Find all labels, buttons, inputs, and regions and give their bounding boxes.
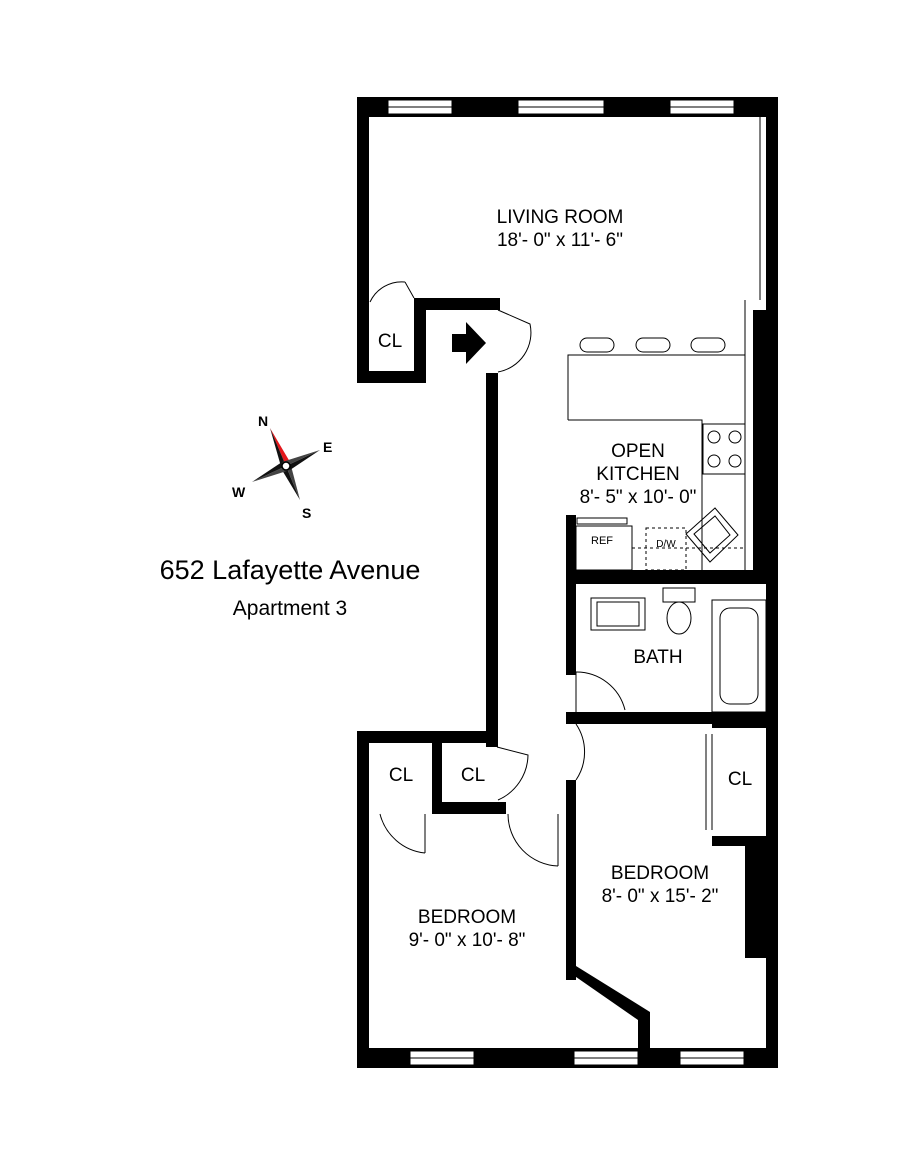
wall-kitchen-bottom [568, 570, 778, 584]
compass-e: E [323, 439, 332, 455]
living-room-name: LIVING ROOM [496, 207, 624, 228]
closet-living-label: CL [377, 331, 403, 352]
address-unit: Apartment 3 [232, 597, 348, 620]
wall-bedroom-top [357, 731, 497, 743]
bedroom-left-name: BEDROOM [417, 907, 517, 928]
bedroom-right-label: BEDROOM 8'- 0" x 15'- 2" [575, 862, 745, 908]
address-street: 652 Lafayette Avenue [159, 555, 421, 585]
compass-n: N [258, 413, 268, 429]
bedroom-right-dims: 8'- 0" x 15'- 2" [601, 886, 719, 907]
compass-icon [252, 428, 320, 500]
wall-left-living [357, 97, 369, 383]
bath-label: BATH [633, 647, 683, 668]
kitchen-name-2: KITCHEN [596, 464, 680, 485]
wall-corridor-right-b [566, 780, 576, 980]
bar-stools [579, 337, 726, 353]
wall-left-bedroom [357, 731, 369, 1068]
bedroom-right-name: BEDROOM [610, 863, 710, 884]
dw-label: D/W [656, 539, 676, 550]
wall-closet-br-top [712, 718, 778, 728]
kitchen-label: OPEN KITCHEN 8'- 5" x 10'- 0" [548, 440, 728, 509]
living-room-label: LIVING ROOM 18'- 0" x 11'- 6" [470, 206, 650, 252]
bedroom-left-dims: 9'- 0" x 10'- 8" [408, 930, 526, 951]
wall-closet-right [414, 298, 426, 383]
wall-right-thick [753, 310, 778, 577]
kitchen-name-1: OPEN [611, 441, 665, 462]
wall-corridor-left [486, 373, 498, 747]
wall-cl-divider-left [432, 731, 442, 811]
living-room-dims: 18'- 0" x 11'- 6" [496, 230, 623, 251]
bedroom-left-label: BEDROOM 9'- 0" x 10'- 8" [382, 906, 552, 952]
kitchen-dims: 8'- 5" x 10'- 0" [579, 487, 697, 508]
wall-closet-br-bottom [712, 836, 778, 846]
wall-closet-bottom [357, 371, 424, 383]
compass-s: S [302, 505, 311, 521]
wall-cl-bottom [432, 802, 506, 814]
walls [357, 97, 778, 1068]
wall-corridor-right-a [566, 515, 576, 675]
wall-entry-top [414, 298, 500, 310]
closet-bed-right-label: CL [727, 769, 753, 790]
wall-right-lower-thick [745, 840, 778, 958]
closet-bed-left-a-label: CL [388, 765, 414, 786]
ref-label: REF [591, 535, 613, 547]
compass-w: W [232, 484, 246, 500]
closet-bed-left-b-label: CL [460, 765, 486, 786]
entry-arrow-icon [452, 322, 486, 364]
wall-bath-right [766, 584, 778, 734]
wall-diagonal [566, 966, 650, 1050]
